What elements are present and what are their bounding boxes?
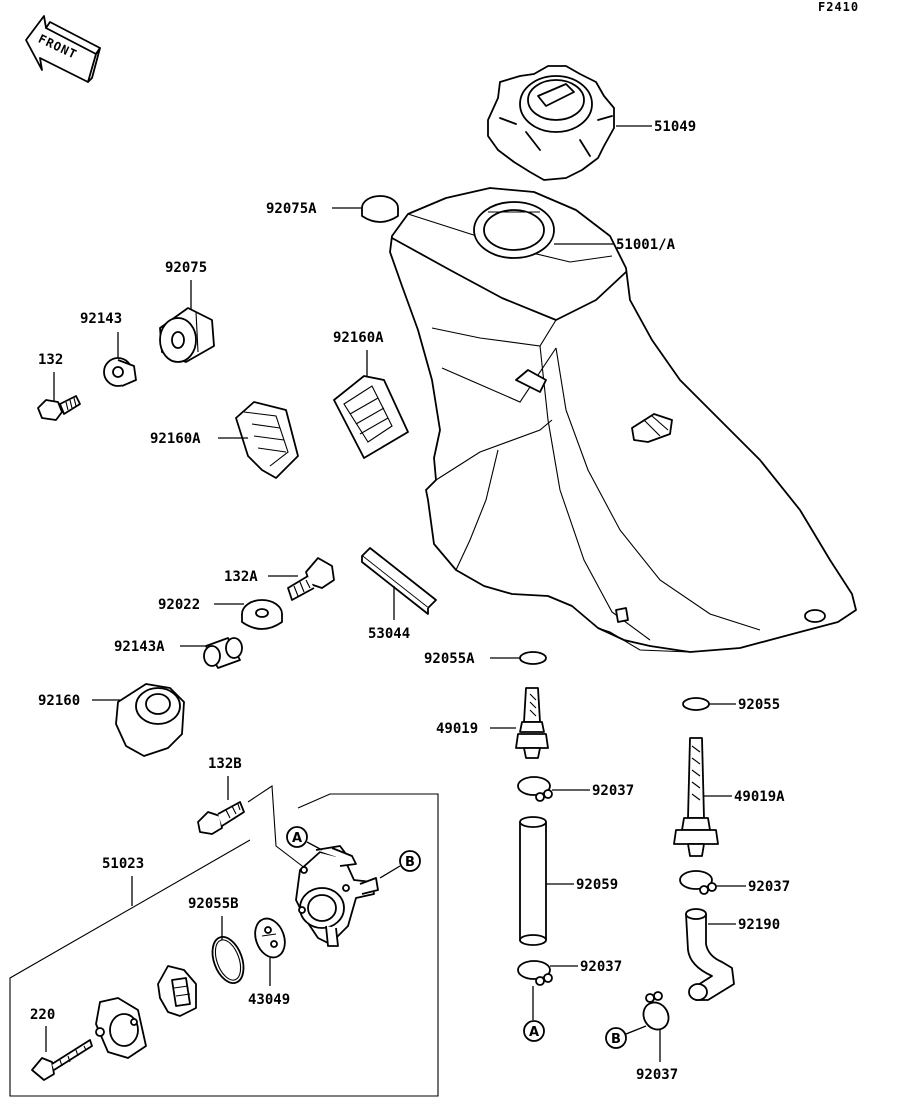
- label-92059: 92059: [576, 877, 618, 893]
- label-43049: 43049: [248, 992, 290, 1008]
- clamp-92037-b: [517, 960, 553, 986]
- label-92037-a: 92037: [592, 783, 634, 799]
- oring-92055A: [519, 651, 547, 665]
- label-92160A-top: 92160A: [333, 330, 384, 346]
- bolt-132A: [287, 557, 335, 601]
- collar-92143A: [203, 637, 243, 669]
- pad-92160A-right: [333, 375, 409, 459]
- oring-92055: [682, 697, 710, 711]
- label-220: 220: [30, 1007, 55, 1023]
- hose-92059: [519, 816, 547, 946]
- fuel-cock-plate: [95, 997, 147, 1059]
- oring-92055B-inner: [214, 939, 242, 981]
- label-92037-b: 92037: [580, 959, 622, 975]
- gasket-43049: [254, 917, 286, 959]
- grommet-92075: [159, 307, 215, 363]
- oring-92055B: [211, 936, 245, 984]
- label-92037-d: 92037: [636, 1067, 678, 1083]
- label-92143: 92143: [80, 311, 122, 327]
- strip-53044: [361, 547, 437, 615]
- label-92160A-left: 92160A: [150, 431, 201, 447]
- label-92160: 92160: [38, 693, 80, 709]
- cap-92075A: [361, 195, 399, 223]
- connector-a-top: [286, 826, 308, 848]
- clamp-92037-a: [517, 776, 553, 802]
- label-92022: 92022: [158, 597, 200, 613]
- label-51049: 51049: [654, 119, 696, 135]
- connector-b-bottom: [605, 1027, 627, 1049]
- label-53044: 53044: [368, 626, 410, 642]
- label-92037-c: 92037: [748, 879, 790, 895]
- label-132B: 132B: [208, 756, 242, 772]
- label-132: 132: [38, 352, 63, 368]
- label-92055A: 92055A: [424, 651, 475, 667]
- label-92075: 92075: [165, 260, 207, 276]
- fuel-cock-frame: [9, 785, 439, 1097]
- bolt-132: [37, 395, 81, 421]
- label-92190: 92190: [738, 917, 780, 933]
- connector-b-right: [399, 850, 421, 872]
- connector-b-right-label: B: [405, 855, 415, 870]
- label-92143A: 92143A: [114, 639, 165, 655]
- diagram-code: F2410: [818, 0, 859, 14]
- clamp-92037-c: [679, 870, 717, 895]
- fuel-cock-body: [295, 845, 379, 947]
- fuel-cock-lever: [157, 965, 197, 1017]
- pad-92160A-left: [235, 401, 299, 479]
- label-51023: 51023: [102, 856, 144, 872]
- connector-a-bottom: [523, 1020, 545, 1042]
- label-132A: 132A: [224, 569, 258, 585]
- damper-92160: [115, 683, 185, 757]
- label-92075A: 92075A: [266, 201, 317, 217]
- connector-a-top-label: A: [292, 831, 302, 846]
- label-92055: 92055: [738, 697, 780, 713]
- washer-92022: [241, 599, 283, 630]
- screw-220: [31, 1039, 93, 1081]
- fitting-49019: [515, 687, 549, 759]
- clamp-92037-d: [642, 991, 670, 1031]
- collar-92143: [103, 357, 137, 387]
- connector-a-bottom-label: A: [529, 1025, 539, 1040]
- fuel-cap: [487, 65, 615, 181]
- label-51001A: 51001/A: [616, 237, 676, 253]
- front-arrow-icon: FRONT: [25, 15, 101, 83]
- label-49019A: 49019A: [734, 789, 785, 805]
- hose-92190: [685, 908, 735, 1001]
- label-92055B: 92055B: [188, 896, 239, 912]
- bolt-132B: [197, 801, 245, 835]
- fitting-49019A: [673, 737, 719, 857]
- fuel-tank: [389, 187, 857, 653]
- label-49019: 49019: [436, 721, 478, 737]
- connector-b-bottom-label: B: [611, 1032, 621, 1047]
